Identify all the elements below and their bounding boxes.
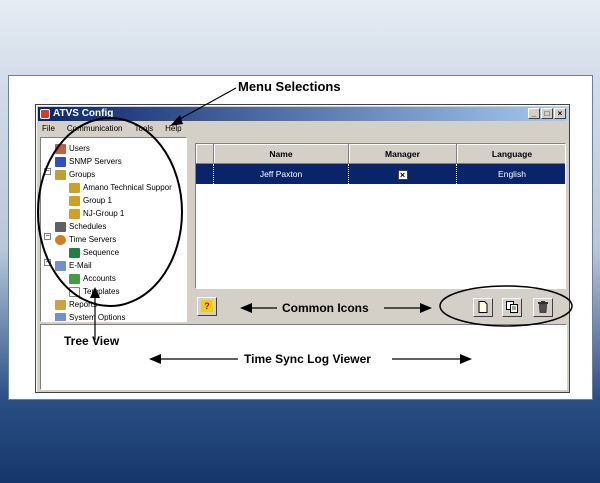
- menu-help[interactable]: Help: [165, 124, 182, 133]
- trash-icon: [538, 301, 548, 313]
- document-icon: [69, 286, 80, 297]
- copy-button[interactable]: [502, 298, 522, 317]
- clock-icon: [55, 234, 66, 245]
- column-header-manager[interactable]: Manager: [349, 144, 457, 164]
- cell-manager[interactable]: ×: [349, 164, 457, 184]
- grid-header: Name Manager Language: [196, 144, 565, 164]
- group-icon: [69, 195, 80, 206]
- help-button[interactable]: ?: [197, 297, 217, 316]
- title-bar[interactable]: ATVS Config _ □ ×: [38, 107, 567, 121]
- server-icon: [55, 156, 66, 167]
- accounts-icon: [69, 273, 80, 284]
- window-title: ATVS Config: [53, 108, 114, 119]
- delete-button[interactable]: [533, 298, 553, 317]
- cell-name: Jeff Paxton: [214, 164, 349, 184]
- close-button[interactable]: ×: [554, 108, 566, 119]
- cell-language: English: [498, 169, 526, 179]
- calendar-icon: [55, 221, 66, 232]
- detail-pane: Name Manager Language Jeff Paxton × Engl…: [191, 137, 567, 322]
- row-selector[interactable]: [196, 164, 214, 184]
- new-button[interactable]: [473, 298, 493, 317]
- tree-item-schedules[interactable]: Schedules: [55, 220, 106, 233]
- tree-item-email[interactable]: E-Mail: [55, 259, 92, 272]
- tree-item-group-1[interactable]: Group 1: [69, 194, 112, 207]
- help-icon: ?: [201, 300, 213, 312]
- new-icon: [478, 301, 488, 313]
- time-servers-collapse-toggle[interactable]: −: [44, 233, 51, 240]
- menu-tools[interactable]: Tools: [134, 124, 154, 133]
- users-grid: Name Manager Language Jeff Paxton × Engl…: [195, 143, 566, 289]
- tree-item-sequence[interactable]: Sequence: [69, 246, 119, 259]
- annotation-common-icons: Common Icons: [282, 301, 369, 315]
- app-icon: [40, 109, 50, 119]
- time-sync-log-viewer[interactable]: [40, 324, 567, 390]
- tree-item-snmp-servers[interactable]: SNMP Servers: [55, 155, 122, 168]
- annotation-time-sync-log-viewer: Time Sync Log Viewer: [244, 352, 371, 366]
- tree-item-templates[interactable]: Templates: [69, 285, 119, 298]
- maximize-button[interactable]: □: [541, 108, 553, 119]
- tree-view: − − − Users SNMP Servers Groups Amano Te…: [40, 137, 187, 322]
- folder-icon: [55, 260, 66, 271]
- tree-item-nj-group-1[interactable]: NJ-Group 1: [69, 207, 124, 220]
- manager-checkbox[interactable]: ×: [397, 169, 408, 180]
- email-collapse-toggle[interactable]: −: [44, 259, 51, 266]
- column-header-name[interactable]: Name: [214, 144, 349, 164]
- tree-item-amano-technical-support[interactable]: Amano Technical Suppor: [69, 181, 172, 194]
- users-icon: [55, 143, 66, 154]
- row-selector-header: [196, 144, 214, 164]
- annotation-tree-view: Tree View: [64, 334, 120, 348]
- menu-bar: File Communication Tools Help: [40, 122, 184, 136]
- options-icon: [55, 312, 66, 321]
- sequence-icon: [69, 247, 80, 258]
- reports-icon: [55, 299, 66, 310]
- minimize-button[interactable]: _: [528, 108, 540, 119]
- group-icon: [69, 182, 80, 193]
- tree-item-users[interactable]: Users: [55, 142, 90, 155]
- group-icon: [69, 208, 80, 219]
- tree-item-accounts[interactable]: Accounts: [69, 272, 116, 285]
- groups-collapse-toggle[interactable]: −: [44, 168, 51, 175]
- copy-icon: [505, 301, 518, 313]
- tree-item-groups[interactable]: Groups: [55, 168, 95, 181]
- tree-item-time-servers[interactable]: Time Servers: [55, 233, 116, 246]
- tree-item-system-options[interactable]: System Options: [55, 311, 125, 321]
- annotation-menu-selections: Menu Selections: [238, 79, 341, 94]
- menu-communication[interactable]: Communication: [66, 124, 123, 133]
- table-row[interactable]: Jeff Paxton × English: [196, 164, 565, 184]
- groups-icon: [55, 169, 66, 180]
- app-window: ATVS Config _ □ × File Communication Too…: [35, 104, 570, 393]
- column-header-language[interactable]: Language: [457, 144, 565, 164]
- tree-item-reports[interactable]: Reports: [55, 298, 97, 311]
- menu-file[interactable]: File: [42, 124, 55, 133]
